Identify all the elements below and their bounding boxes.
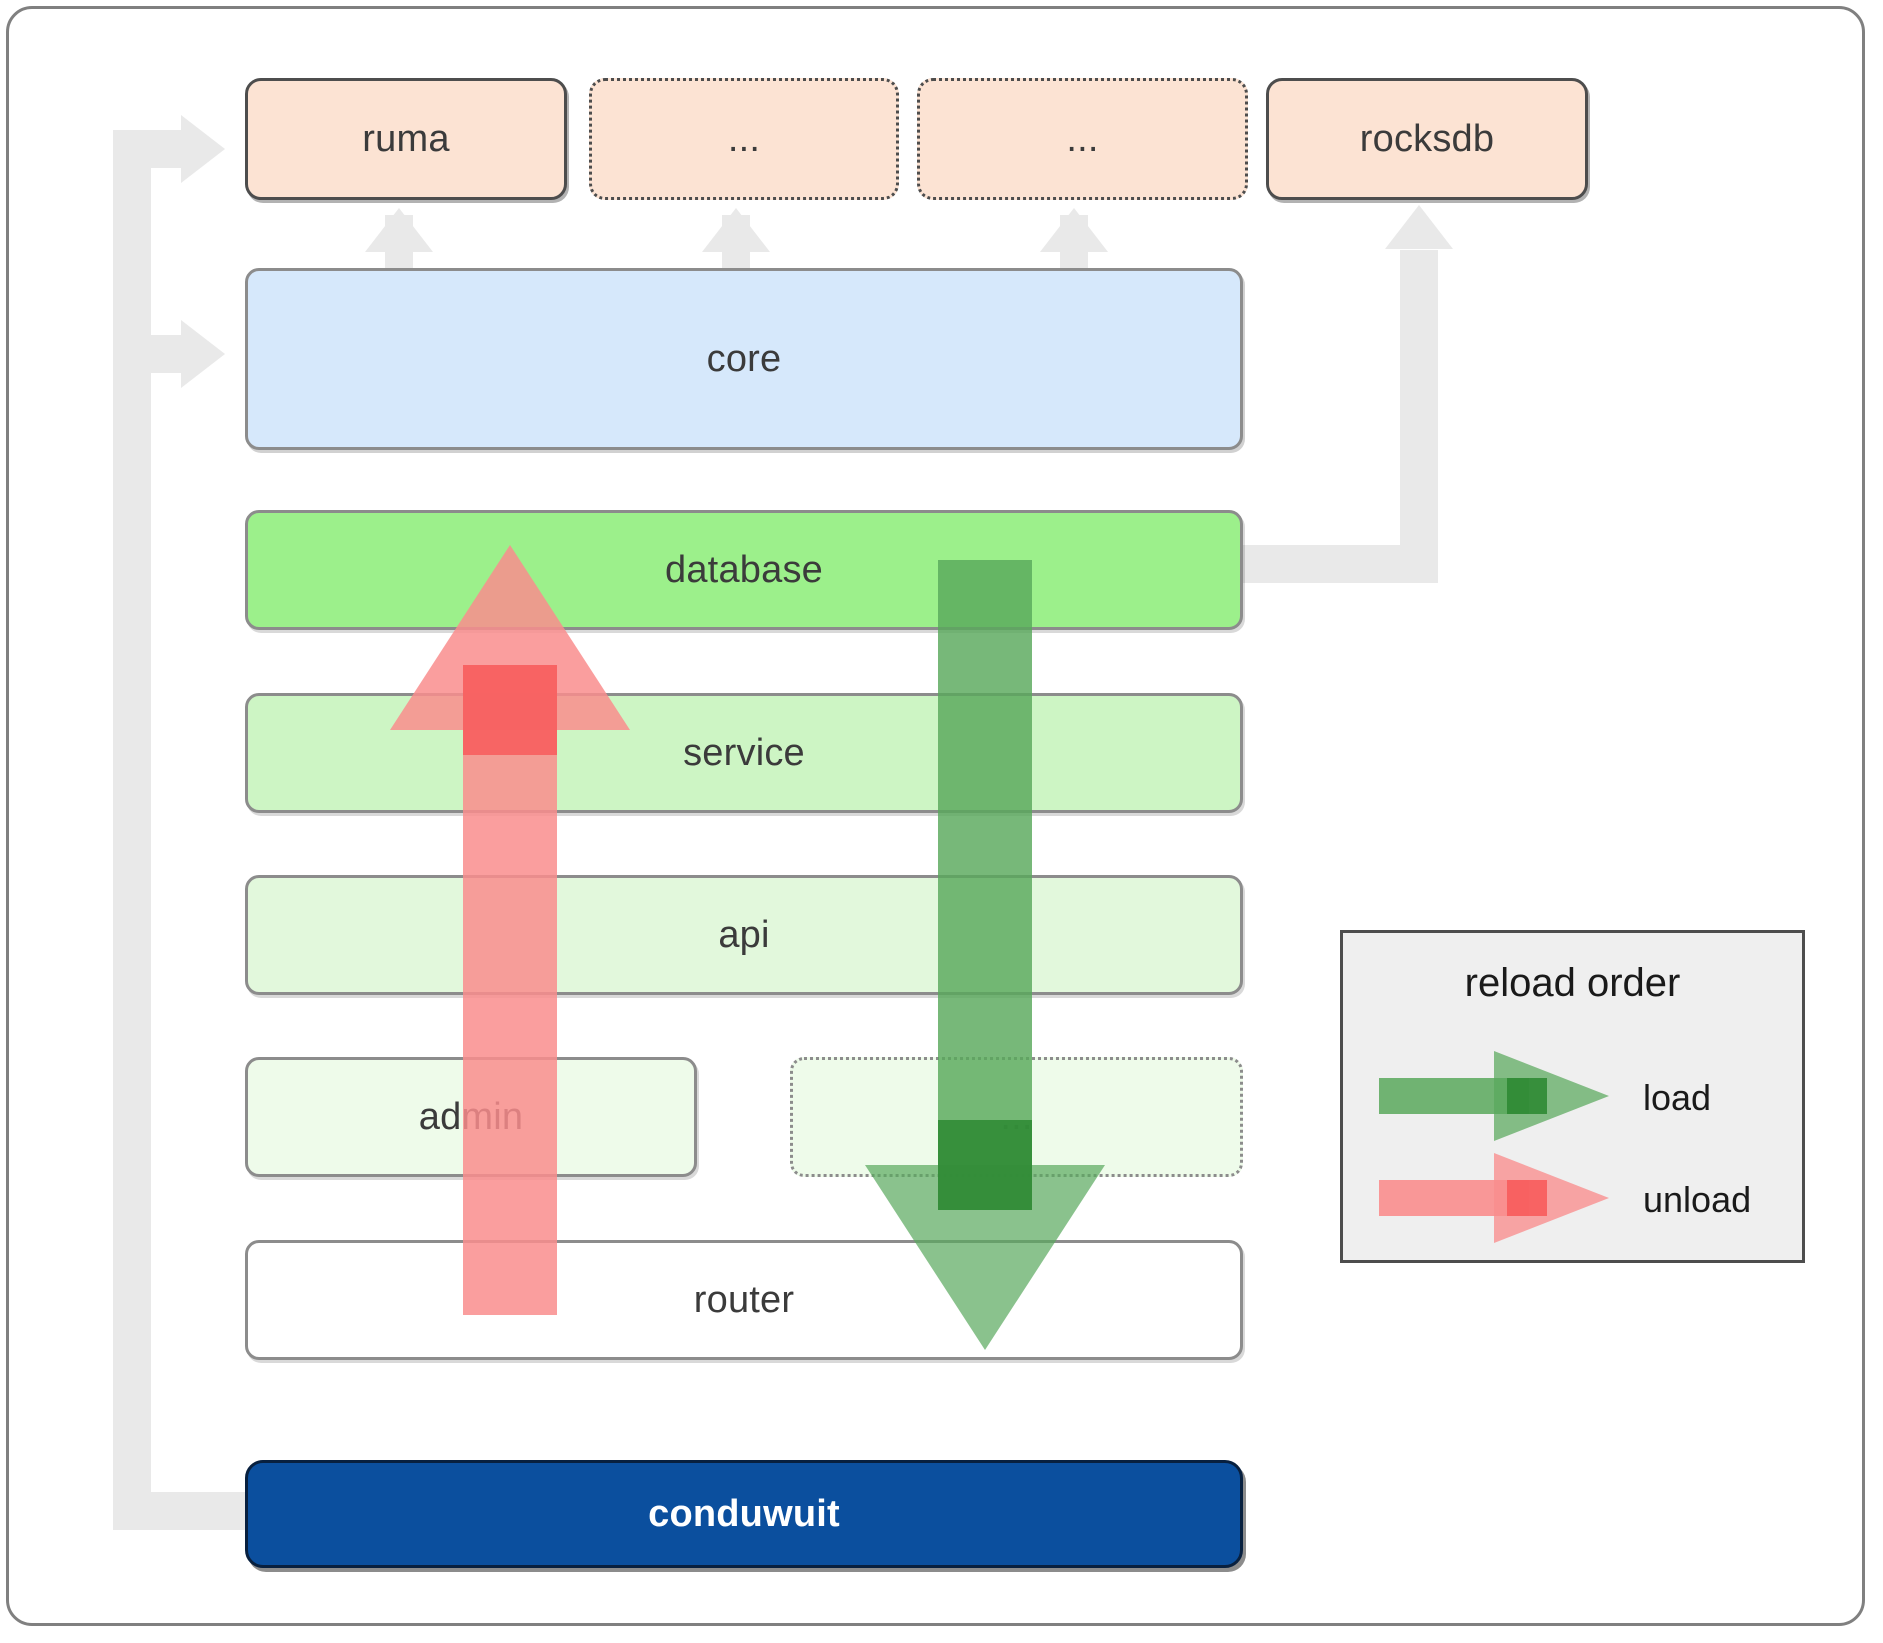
connector-db-to-rocksdb-horizontal	[1230, 545, 1420, 583]
layer-box-service[interactable]: service	[245, 693, 1243, 813]
layer-box-database[interactable]: database	[245, 510, 1243, 630]
connector-core-to-dots1-arrow	[702, 208, 770, 252]
dependency-label: rocksdb	[1359, 117, 1495, 160]
core-box[interactable]: core	[245, 268, 1243, 450]
dependency-box-ruma[interactable]: ruma	[245, 78, 567, 200]
connector-db-to-rocksdb-vertical	[1400, 250, 1438, 583]
connector-core-to-ruma-arrow	[365, 208, 433, 252]
connector-db-to-rocksdb-arrow	[1385, 205, 1453, 249]
dependency-box-ellipsis-1[interactable]: ...	[589, 78, 899, 200]
layer-box-ellipsis[interactable]: ...	[790, 1057, 1243, 1177]
dependency-label: ...	[727, 117, 761, 160]
connector-to-core-arrow	[181, 320, 225, 388]
layer-box-router[interactable]: router	[245, 1240, 1243, 1360]
connector-to-core-stem	[113, 335, 181, 373]
connector-to-ruma-stem	[113, 130, 181, 168]
binary-label: conduwuit	[648, 1492, 840, 1535]
layer-box-api[interactable]: api	[245, 875, 1243, 995]
legend-load-arrow-icon	[1379, 1051, 1609, 1141]
legend-panel: reload order load unload	[1340, 930, 1805, 1263]
dependency-label: ruma	[362, 117, 450, 160]
connector-core-to-dots2-arrow	[1040, 208, 1108, 252]
dependency-label: ...	[1066, 117, 1099, 160]
legend-label-load: load	[1643, 1077, 1712, 1118]
diagram-frame	[6, 6, 1865, 1626]
layer-box-admin[interactable]: admin	[245, 1057, 697, 1177]
legend-title: reload order	[1464, 961, 1681, 1005]
binary-box-conduwuit[interactable]: conduwuit	[245, 1460, 1243, 1568]
layer-label: api	[718, 913, 770, 956]
core-label: core	[706, 337, 782, 380]
layer-label: router	[693, 1278, 795, 1321]
connector-bottom-to-binary	[113, 1492, 253, 1530]
layer-label: admin	[418, 1095, 524, 1138]
dependency-box-ellipsis-2[interactable]: ...	[917, 78, 1248, 200]
connector-to-ruma-arrow	[181, 115, 225, 183]
layer-label: ...	[1000, 1095, 1033, 1138]
legend-label-unload: unload	[1643, 1179, 1752, 1220]
dependency-box-rocksdb[interactable]: rocksdb	[1266, 78, 1588, 200]
legend-unload-arrow-icon	[1379, 1153, 1609, 1243]
layer-label: service	[683, 731, 805, 774]
layer-label: database	[665, 548, 823, 591]
